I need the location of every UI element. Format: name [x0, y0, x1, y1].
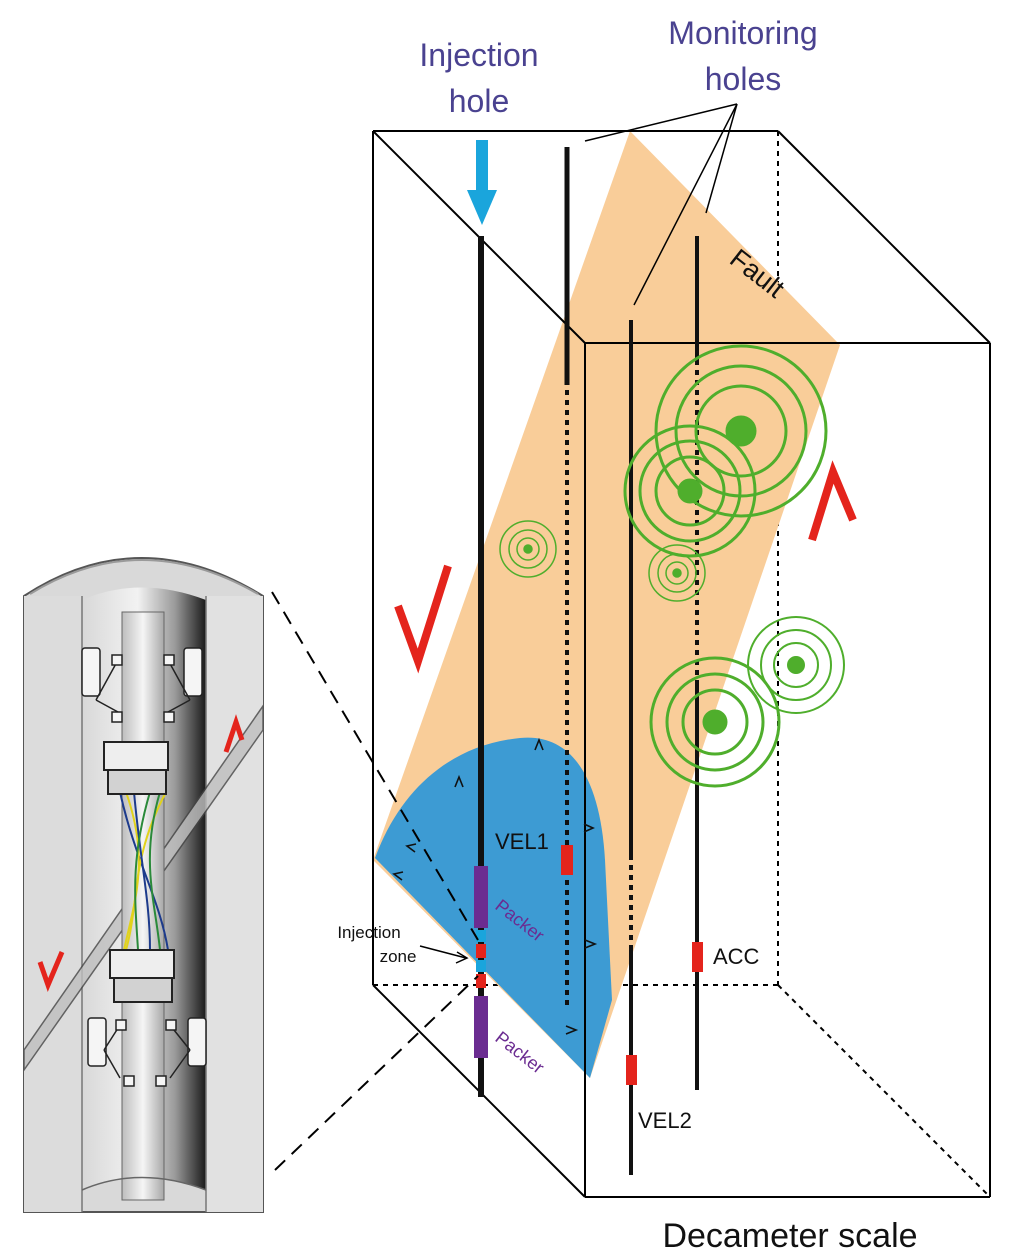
- packer-lower-mark: [474, 996, 488, 1058]
- injection-zone-pointer: [419, 945, 469, 964]
- sensor-vel1: [561, 845, 573, 875]
- monitoring-holes-label-1: Monitoring: [668, 15, 817, 51]
- injection-zone-sensor-2: [476, 974, 486, 988]
- seismic-event-5: [747, 616, 845, 714]
- packer-upper-mark: [474, 866, 488, 928]
- monitoring-leader-lines: [584, 103, 738, 306]
- tool-cables: [119, 791, 169, 951]
- injection-hole-label-1: Injection: [419, 37, 538, 73]
- packer-lower-label: Packer: [492, 1027, 548, 1077]
- seismic-event-2: [623, 424, 757, 558]
- flow-arrows: [392, 737, 598, 1035]
- pressure-front: [375, 737, 612, 1078]
- down-arrow-icon: [467, 140, 497, 225]
- injection-zone-label-1: Injection: [337, 923, 400, 942]
- seismic-event-1: [654, 344, 828, 518]
- seismic-event-6: [649, 656, 781, 788]
- sensor-vel2: [626, 1055, 637, 1085]
- sensor-acc: [692, 942, 703, 972]
- tool-slip-up-icon: [223, 714, 245, 753]
- check-chevron-icon: [394, 564, 452, 674]
- monitoring-holes-label-2: holes: [705, 61, 782, 97]
- injection-hole-label-2: hole: [449, 83, 510, 119]
- acc-label: ACC: [713, 944, 760, 969]
- injection-zone-blue-2: [476, 960, 486, 972]
- seismic-events: [499, 344, 845, 788]
- injection-zone-blue-1: [476, 930, 486, 942]
- vel2-label: VEL2: [638, 1108, 692, 1133]
- up-chevron-icon: [808, 460, 857, 542]
- seismic-event-3: [499, 520, 557, 578]
- injection-zone-sensor-1: [476, 944, 486, 958]
- block-outline: [372, 130, 991, 1198]
- vel1-label: VEL1: [495, 829, 549, 854]
- scale-label: Decameter scale: [662, 1217, 917, 1255]
- injection-zone-label-2: zone: [380, 947, 417, 966]
- seismic-event-4: [648, 544, 706, 602]
- zoom-connector-lines: [271, 591, 479, 1171]
- tool-slip-down-icon: [37, 951, 65, 992]
- downhole-tool-cutaway: [23, 557, 264, 1213]
